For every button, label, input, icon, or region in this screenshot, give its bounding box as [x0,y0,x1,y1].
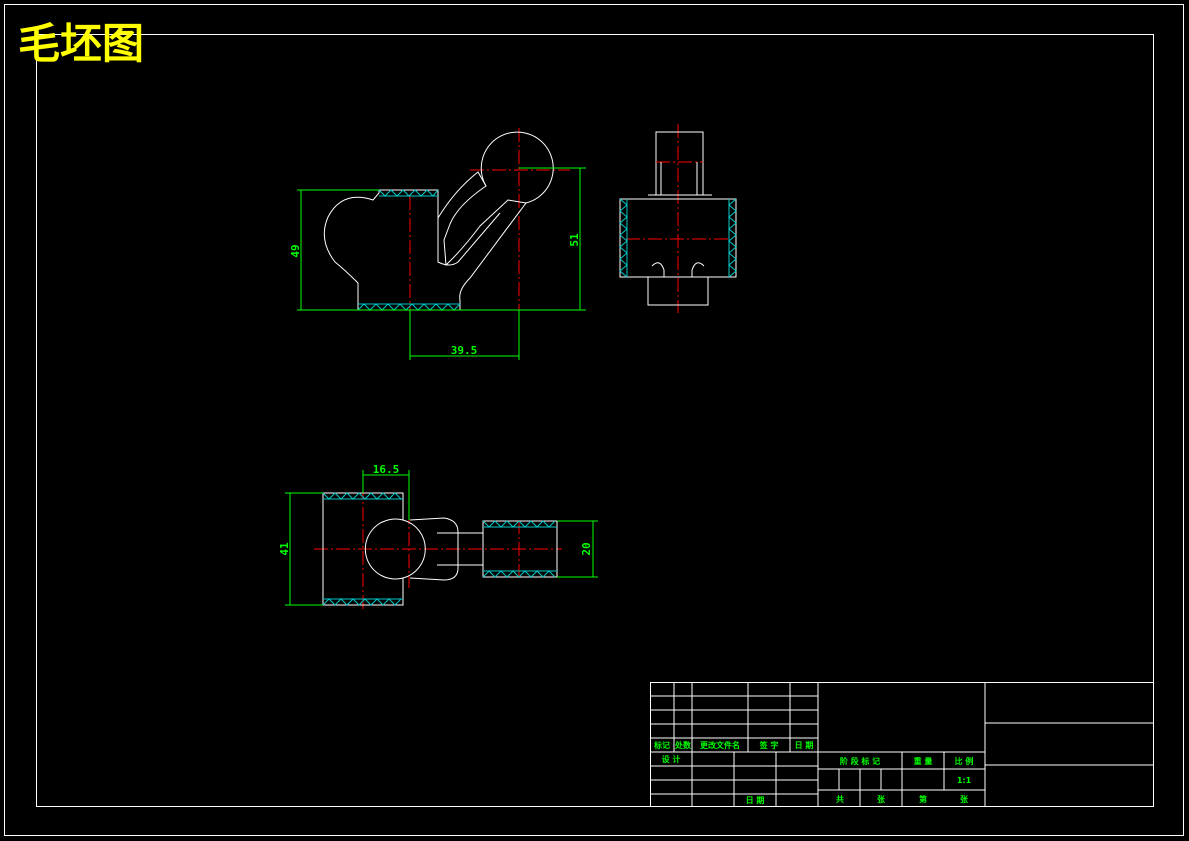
tb-weight-label: 重 量 [914,756,933,766]
front-dim-39-5: 39.5 [451,344,478,357]
side-view [619,124,737,313]
tb-sheet-unit-1: 张 [877,795,886,804]
tb-design-label: 设 计 [662,754,681,764]
front-hatch-bottom [357,303,461,311]
top-hatch-body-top [322,492,402,500]
front-hatch-top [378,189,439,197]
top-hatch-body-bottom [322,598,402,606]
top-body [322,492,404,606]
side-hatch-right [728,198,737,278]
side-slot-left [651,262,665,277]
top-dim-20: 20 [580,542,593,555]
front-dim-51: 51 [568,233,581,247]
outer-frame [4,4,1184,836]
title-block: 标记 处数 更改文件名 签 字 日 期 设 计 日 期 阶 段 标 记 重 量 … [650,682,1154,807]
top-dim-16-5: 16.5 [373,463,400,476]
side-stem [655,131,704,195]
top-view: 41 16.5 20 [278,463,598,610]
tb-rev-header-5: 日 期 [795,740,814,750]
side-hatch-left [619,198,628,278]
tb-rev-header-3: 更改文件名 [700,740,740,750]
tb-scale-label: 比 例 [955,756,974,766]
tb-rev-header-1: 标记 [653,740,670,750]
drawing-title: 毛坯图 [18,19,144,68]
front-rib-inner [437,212,501,266]
tb-rev-header-4: 签 字 [759,740,779,750]
top-dim-41: 41 [278,542,291,556]
top-hatch-boss-top [482,520,556,528]
top-arm [437,532,483,566]
tb-total-label: 共 [836,794,844,804]
top-neck [409,517,459,581]
inner-frame [36,34,1154,807]
tb-rev-header-2: 处数 [674,740,692,750]
front-dim-49: 49 [289,244,302,257]
tb-stage-label: 阶 段 标 记 [840,756,880,766]
tb-sheet-unit-2: 张 [960,795,969,804]
tb-date-label: 日 期 [746,795,765,805]
side-body [619,198,737,278]
front-body-outline [323,171,527,311]
tb-sheet-label: 第 [919,794,927,804]
top-sphere [364,518,426,580]
front-sphere [480,131,554,204]
front-view: 49 51 39.5 [289,128,586,360]
top-hatch-boss-bottom [482,570,556,578]
top-boss [482,520,558,578]
side-foot [647,277,709,306]
tb-outline [650,682,1154,807]
side-slot-right [691,262,705,277]
tb-scale-value: 1:1 [957,776,972,785]
